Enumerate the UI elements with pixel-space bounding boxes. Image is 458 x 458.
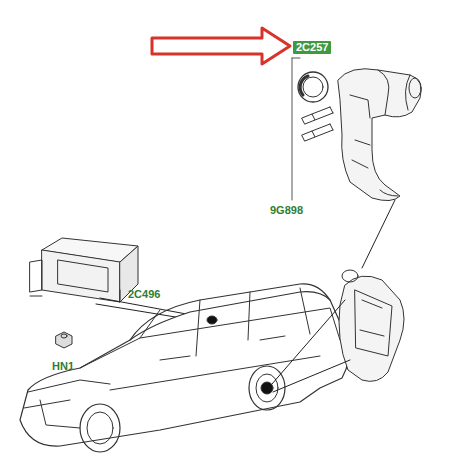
part-number: HN1 (52, 360, 74, 373)
part-number: 2C496 (128, 288, 160, 301)
part-number: 2C257 (293, 41, 331, 54)
part-number: 9G898 (270, 204, 303, 217)
